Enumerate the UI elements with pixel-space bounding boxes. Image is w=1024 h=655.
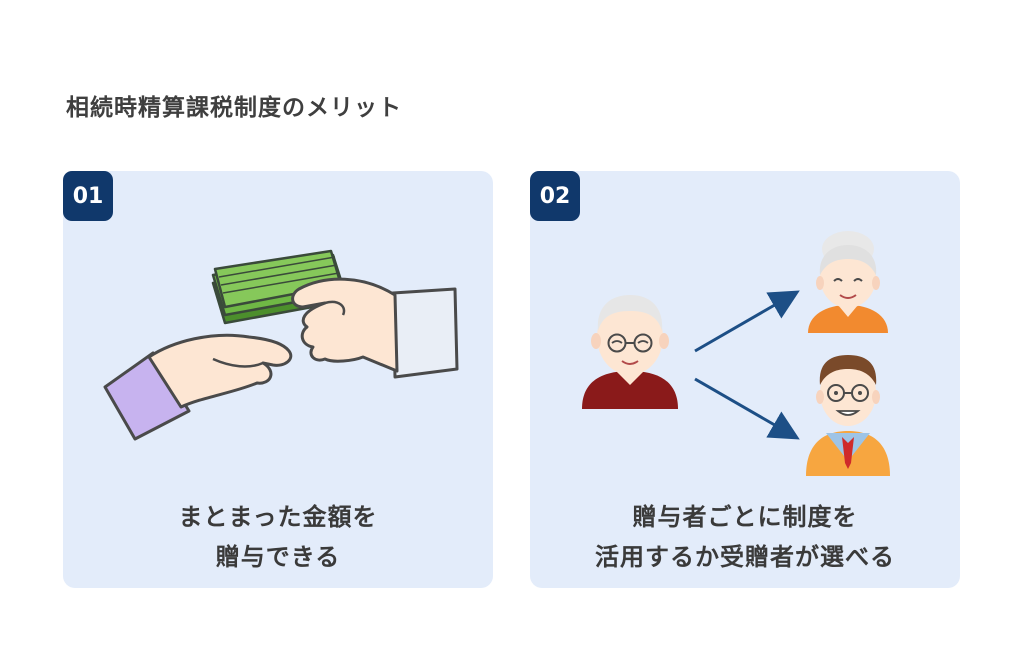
merit-card-2: 02	[530, 171, 960, 588]
grandmother-icon	[808, 231, 888, 333]
arrow-to-bottom	[694, 377, 800, 440]
receiving-hand	[147, 333, 293, 409]
caption-line-2: 活用するか受贈者が選べる	[595, 543, 895, 571]
giving-hand	[291, 277, 399, 373]
receiving-sleeve	[103, 351, 191, 441]
giving-sleeve	[391, 287, 459, 379]
merit-card-1: 01 まとまった金額を 贈与できる	[63, 171, 493, 588]
money-handover-illustration	[103, 249, 459, 441]
caption-line-1: まとまった金額を	[178, 503, 378, 531]
card-caption: 贈与者ごとに制度を 活用するか受贈者が選べる	[530, 497, 960, 577]
caption-line-1: 贈与者ごとに制度を	[632, 503, 858, 531]
page-title: 相続時精算課税制度のメリット	[66, 95, 402, 121]
caption-line-2: 贈与できる	[215, 543, 341, 571]
card-number-badge: 01	[63, 171, 113, 221]
man-with-glasses-icon	[806, 355, 890, 476]
grandfather-icon	[582, 295, 678, 409]
card-caption: まとまった金額を 贈与できる	[63, 497, 493, 577]
gift-flow-illustration	[582, 231, 890, 476]
arrow-to-top	[694, 290, 800, 353]
card-number-badge: 02	[530, 171, 580, 221]
